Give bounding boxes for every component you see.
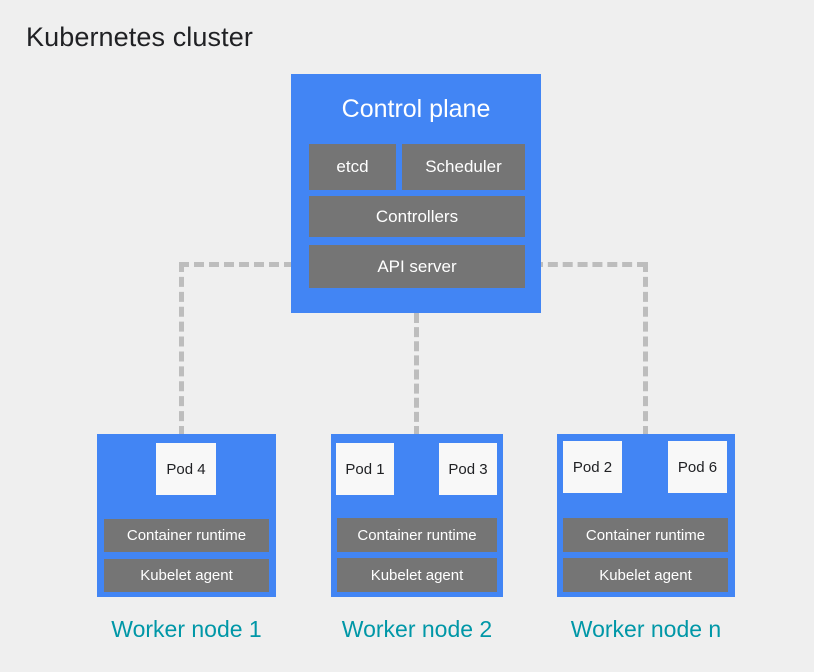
pod-box-worker-2-1[interactable]: Pod 3 [439, 443, 497, 495]
connector-api-server-to-worker-n-vertical [643, 262, 648, 436]
worker-node-2-caption: Worker node 2 [341, 616, 493, 642]
worker-node-n-caption: Worker node n [570, 616, 722, 642]
connector-api-server-to-worker-n-horizontal [533, 262, 647, 267]
page-title: Kubernetes cluster [26, 22, 253, 52]
pod-box-worker-n-0[interactable]: Pod 2 [563, 441, 622, 493]
control-plane-component-etcd[interactable]: etcd [309, 144, 396, 190]
worker-node-1-kubelet-agent[interactable]: Kubelet agent [104, 559, 269, 592]
control-plane-component-controllers[interactable]: Controllers [309, 196, 525, 237]
pod-box-worker-1-0[interactable]: Pod 4 [156, 443, 216, 495]
connector-api-server-to-worker-2-vertical [414, 313, 419, 436]
control-plane-component-scheduler[interactable]: Scheduler [402, 144, 525, 190]
worker-node-2-kubelet-agent[interactable]: Kubelet agent [337, 558, 497, 592]
control-plane-component-api-server[interactable]: API server [309, 245, 525, 288]
pod-box-worker-2-0[interactable]: Pod 1 [336, 443, 394, 495]
worker-node-n-kubelet-agent[interactable]: Kubelet agent [563, 558, 728, 592]
worker-node-1-caption: Worker node 1 [111, 616, 262, 642]
pod-box-worker-n-1[interactable]: Pod 6 [668, 441, 727, 493]
worker-node-n-container-runtime[interactable]: Container runtime [563, 518, 728, 552]
connector-api-server-to-worker-1-horizontal [179, 262, 294, 267]
connector-api-server-to-worker-1-vertical [179, 262, 184, 436]
worker-node-2-container-runtime[interactable]: Container runtime [337, 518, 497, 552]
control-plane-title: Control plane [341, 95, 491, 123]
worker-node-1-container-runtime[interactable]: Container runtime [104, 519, 269, 552]
